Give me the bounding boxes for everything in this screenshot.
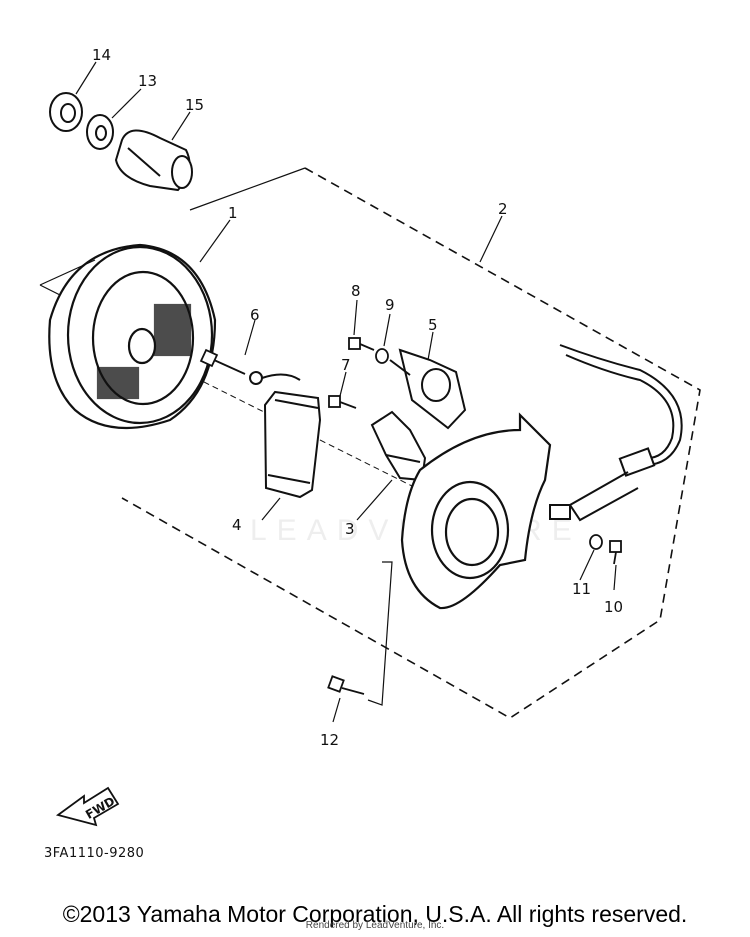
- callout-14: 14: [92, 46, 111, 64]
- sleeve-15: [114, 129, 193, 192]
- pickup-5: [389, 348, 467, 430]
- screw-8: [348, 337, 375, 351]
- callout-13: 13: [138, 72, 157, 90]
- assembly-boundary: [121, 167, 701, 719]
- bolt-12: [327, 675, 365, 695]
- copyright-notice: ©2013 Yamaha Motor Corporation, U.S.A. A…: [62, 901, 688, 927]
- washer-11: [589, 534, 603, 550]
- callout-12: 12: [320, 731, 339, 749]
- screw-7: [328, 395, 357, 409]
- callout-8: 8: [351, 282, 361, 300]
- callout-1: 1: [228, 204, 238, 222]
- callout-2: 2: [498, 200, 508, 218]
- wire-harness: [549, 344, 683, 522]
- source-coil-3: [370, 410, 427, 482]
- coil-4: [249, 371, 322, 499]
- drawing-code: 3FA1110-9280: [44, 846, 144, 861]
- callout-15: 15: [185, 96, 204, 114]
- callout-3: 3: [345, 520, 355, 538]
- callout-4: 4: [232, 516, 242, 534]
- callout-5: 5: [428, 316, 438, 334]
- washer-13: [86, 114, 114, 150]
- rendered-by-notice: Rendered by LeadVenture, Inc.: [305, 920, 445, 931]
- screw-10: [609, 540, 622, 565]
- nut-14: [49, 92, 83, 132]
- callout-9: 9: [385, 296, 395, 314]
- fwd-arrow-icon: [55, 786, 120, 827]
- callout-7: 7: [341, 356, 351, 374]
- stator-plate-2: [400, 412, 552, 610]
- callout-6: 6: [250, 306, 260, 324]
- callout-11: 11: [572, 580, 591, 598]
- bolt-6: [199, 348, 246, 375]
- callout-10: 10: [604, 598, 623, 616]
- washer-9: [375, 348, 389, 364]
- rotor-1: [48, 243, 217, 430]
